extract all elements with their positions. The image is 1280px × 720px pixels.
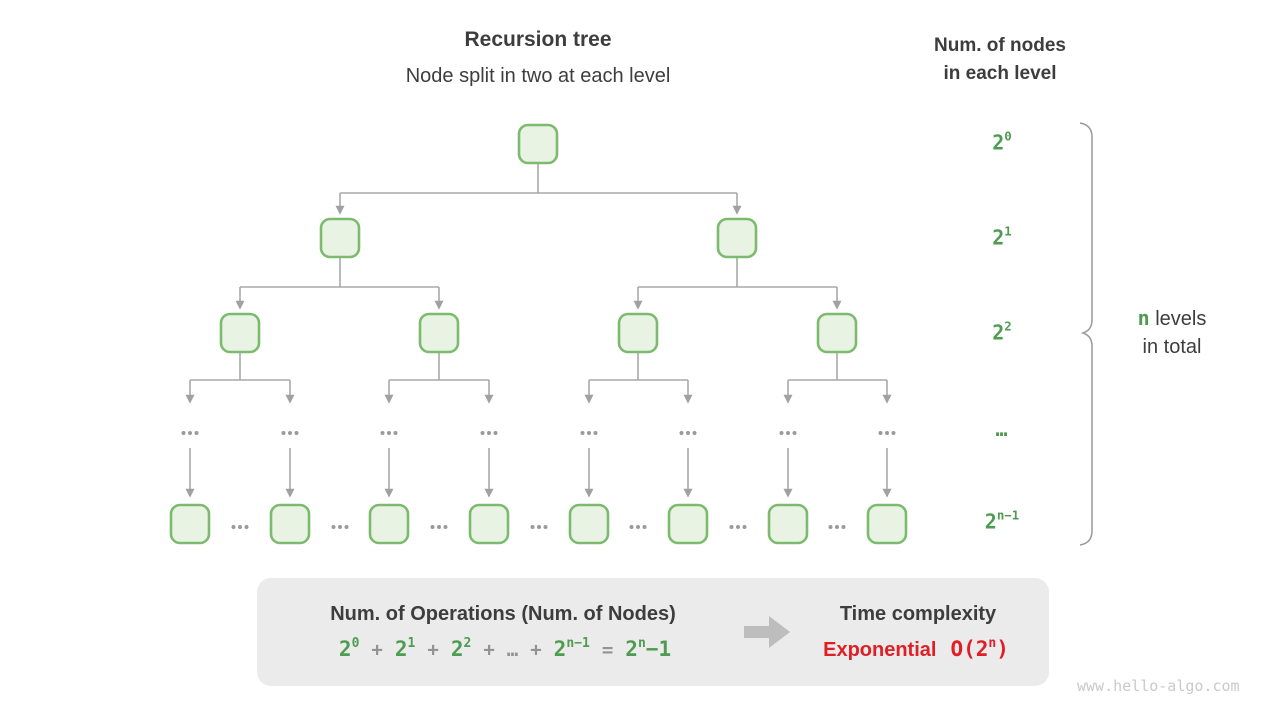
tree-connectors-level3	[185, 352, 892, 404]
level-count-label-ellipsis: …	[995, 417, 1009, 441]
diagram-title: Recursion tree	[464, 28, 612, 51]
complexity-result: Exponential O(2n)	[823, 636, 1009, 662]
formula-operator: +	[371, 639, 383, 661]
tree-node	[468, 503, 510, 545]
formula-operator: +	[530, 639, 542, 661]
tree-connectors-level4	[185, 448, 892, 498]
tree-connectors-level2	[235, 257, 842, 310]
level-count-label-1: 21	[992, 223, 1012, 250]
tree-node	[866, 503, 908, 545]
level-count-label-0: 20	[992, 128, 1012, 155]
level-count-label-last: 2n−1	[984, 507, 1020, 534]
tree-connectors-level1	[335, 163, 742, 215]
formula-result: 2n−1	[625, 636, 672, 661]
right-panel-heading-line2: in each level	[943, 63, 1057, 84]
formula-term: 21	[394, 636, 416, 661]
tree-node	[767, 503, 809, 545]
summary-box	[257, 578, 1049, 686]
brace	[1079, 122, 1093, 546]
formula-operator: +	[427, 639, 439, 661]
ellipsis-dots-bottom-row	[231, 525, 846, 529]
tree-node	[319, 217, 361, 259]
tree-node	[617, 312, 659, 354]
levels-total-note: n levels in total	[1137, 306, 1207, 358]
complexity-word: Exponential	[823, 639, 937, 661]
tree-node	[667, 503, 709, 545]
ellipsis-dots-level4	[181, 431, 896, 435]
tree-node	[269, 503, 311, 545]
operations-formula: 20 + 21 + 22 + … + 2n−1 = 2n−1	[338, 636, 672, 661]
formula-term: 22	[450, 636, 472, 661]
formula-equals: =	[601, 639, 614, 661]
tree-nodes	[169, 123, 908, 545]
diagram-subtitle: Node split in two at each level	[405, 65, 671, 87]
tree-node	[418, 312, 460, 354]
tree-node	[816, 312, 858, 354]
level-count-label-2: 22	[992, 318, 1012, 345]
formula-term: 2n−1	[553, 636, 590, 661]
tree-node	[716, 217, 758, 259]
formula-term: 20	[338, 636, 360, 661]
formula-ellipsis: …	[506, 639, 519, 661]
right-panel-heading-line1: Num. of nodes	[934, 35, 1066, 56]
complexity-big-o: O(2n)	[950, 636, 1009, 661]
tree-node	[517, 123, 559, 165]
watermark: www.hello-algo.com	[1077, 677, 1240, 695]
tree-node	[169, 503, 211, 545]
tree-node	[568, 503, 610, 545]
right-panel-heading: Num. of nodes in each level	[934, 32, 1066, 88]
time-complexity-title: Time complexity	[839, 603, 997, 625]
tree-node	[368, 503, 410, 545]
operations-title: Num. of Operations (Num. of Nodes)	[330, 603, 676, 625]
tree-node	[219, 312, 261, 354]
n-highlight: n	[1137, 306, 1150, 330]
formula-operator: +	[483, 639, 495, 661]
